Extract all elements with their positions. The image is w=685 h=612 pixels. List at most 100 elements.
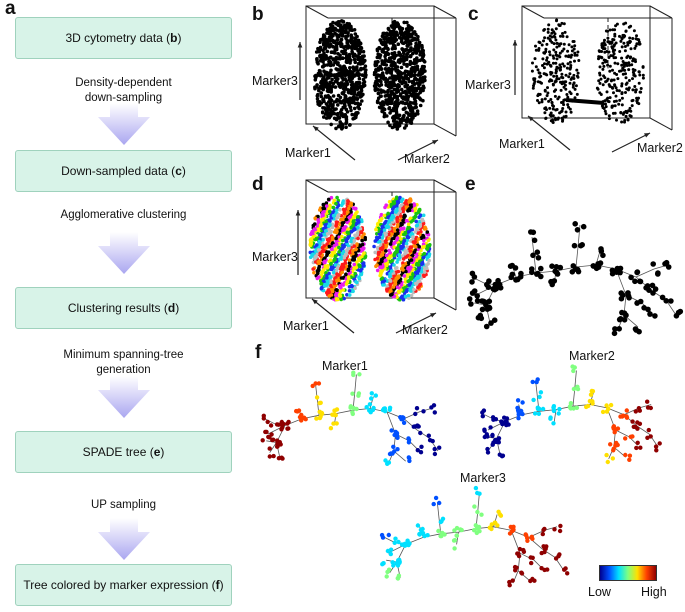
data-point <box>554 71 558 75</box>
data-point <box>336 67 340 72</box>
data-point <box>628 41 632 45</box>
data-point <box>562 47 566 51</box>
tree-node <box>565 571 570 576</box>
panel-label-a: a <box>5 0 16 19</box>
data-point <box>330 289 335 294</box>
data-point <box>383 258 388 263</box>
data-point <box>555 74 559 78</box>
flow-box-close: ) <box>181 164 186 178</box>
tree-node <box>549 263 555 270</box>
tree-node <box>488 425 493 430</box>
tree-node <box>295 409 300 414</box>
data-point <box>356 215 360 219</box>
data-point <box>533 77 537 81</box>
data-point <box>384 244 389 248</box>
data-point <box>635 42 639 46</box>
data-point <box>637 42 641 46</box>
data-point <box>326 197 331 202</box>
tree-node <box>314 395 320 400</box>
data-point <box>567 43 571 47</box>
data-point <box>389 68 394 73</box>
data-point <box>396 42 401 46</box>
data-point <box>381 32 386 37</box>
data-point <box>363 235 368 240</box>
panel-label-b: b <box>252 4 264 25</box>
data-point <box>641 76 645 80</box>
tree-node <box>380 535 386 540</box>
tree-node <box>384 574 389 579</box>
tree-node <box>490 415 496 420</box>
data-point <box>564 80 568 84</box>
flow-box-ref: e <box>153 445 161 459</box>
data-point <box>399 203 403 208</box>
tree-node <box>571 386 577 392</box>
data-point <box>399 65 404 70</box>
data-point <box>332 281 337 286</box>
data-point <box>332 116 337 121</box>
data-point <box>555 57 559 61</box>
data-point <box>408 287 412 292</box>
tree-node <box>625 290 631 296</box>
data-point <box>601 61 605 65</box>
data-point <box>552 34 556 38</box>
data-point <box>389 56 394 60</box>
data-point <box>562 42 566 46</box>
data-point <box>609 79 613 83</box>
tree-node <box>432 446 437 452</box>
data-point <box>604 102 607 106</box>
data-point <box>569 77 573 81</box>
data-point <box>385 31 389 36</box>
tree-node <box>521 549 527 554</box>
data-point <box>394 113 399 118</box>
tree-node <box>267 454 272 459</box>
data-point <box>382 90 387 94</box>
data-point <box>321 110 325 115</box>
data-point <box>386 27 391 32</box>
flow-box-close: ) <box>219 578 224 592</box>
data-point <box>422 273 426 278</box>
data-point <box>404 47 409 52</box>
data-point <box>329 261 333 266</box>
data-point <box>390 217 394 222</box>
data-point <box>606 36 610 40</box>
tree-node <box>356 393 361 398</box>
tree-node <box>413 411 418 417</box>
data-point <box>350 76 354 80</box>
data-point <box>623 45 627 48</box>
data-point <box>404 251 408 255</box>
data-point <box>406 222 411 227</box>
data-point <box>342 64 347 69</box>
flow-box-ref: f <box>215 578 220 592</box>
data-point <box>618 98 622 102</box>
tree-node <box>623 452 628 458</box>
data-point <box>552 104 555 108</box>
data-point <box>396 231 400 235</box>
data-point <box>629 47 633 51</box>
tree-node <box>645 435 650 440</box>
axis-arrowhead <box>528 116 534 122</box>
data-point <box>399 26 404 31</box>
tree-node <box>556 411 561 416</box>
tree-node <box>572 221 578 227</box>
data-point <box>334 236 338 241</box>
data-point <box>374 227 378 232</box>
data-point <box>341 26 345 30</box>
data-point <box>409 203 414 207</box>
tree-node <box>529 560 534 566</box>
data-point <box>416 86 420 91</box>
data-point <box>407 208 412 213</box>
data-point <box>554 79 558 83</box>
data-point <box>336 115 341 119</box>
data-point <box>615 89 619 92</box>
data-point <box>620 91 624 95</box>
tree-node <box>386 460 392 465</box>
data-point <box>630 63 634 67</box>
data-point <box>388 76 392 80</box>
data-point <box>360 235 364 239</box>
data-point <box>395 266 399 270</box>
data-point <box>386 120 390 125</box>
tree-node <box>473 523 478 528</box>
data-point <box>379 106 383 110</box>
data-point <box>316 220 321 224</box>
data-point <box>325 290 330 295</box>
